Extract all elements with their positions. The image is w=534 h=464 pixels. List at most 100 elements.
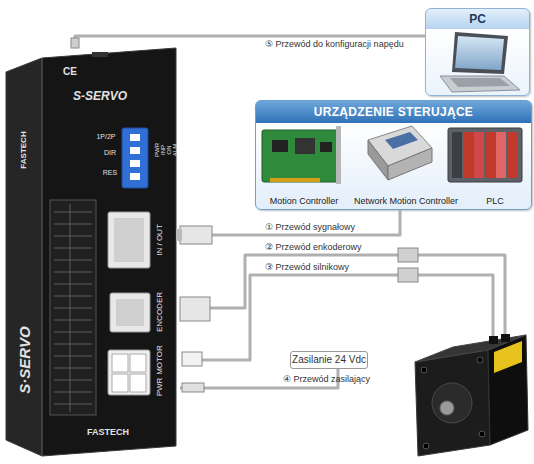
card-chip — [295, 138, 315, 154]
power-plug — [182, 383, 204, 392]
connector-socket — [130, 374, 146, 392]
plc-module — [463, 132, 473, 178]
spec-table — [50, 200, 96, 415]
servo-drive: FASTECH S·SERVO CE S-SERVO 1P/2P DIR RES PWRINP… — [5, 45, 180, 455]
mounting-slot — [92, 52, 108, 57]
cable-label: ② Przewód enkoderowy — [265, 242, 362, 253]
connector-socket — [112, 354, 128, 372]
node-label: PLC — [462, 197, 528, 207]
cable-connector — [180, 210, 400, 235]
network-controller-side — [388, 148, 432, 180]
node-label: S·SERVO — [17, 326, 32, 394]
node-label: ON — [166, 146, 172, 155]
config-port-plug — [71, 38, 79, 48]
network-controller-top — [368, 126, 432, 166]
inline-connector — [398, 248, 418, 262]
dip-lever — [130, 147, 140, 154]
node-label: 1P/2P — [96, 133, 115, 140]
spec-table-lines — [54, 204, 92, 412]
node-label: ENCODER — [156, 292, 164, 332]
mounting-hole — [423, 443, 429, 449]
laptop-screen — [455, 36, 504, 70]
node-label: PC — [426, 9, 529, 29]
dip-lever — [130, 134, 140, 141]
device-item: PLC — [462, 125, 528, 209]
plc-module — [507, 132, 518, 178]
node-label: URZĄDZENIE STERUJĄCE — [256, 101, 531, 123]
inline-connector — [398, 268, 418, 282]
node-label: Network Motion Controller — [350, 197, 462, 207]
signal-plug — [180, 226, 212, 244]
motor-plug — [182, 352, 202, 366]
network-controller-front — [368, 140, 388, 180]
drive-front-face — [42, 48, 176, 456]
cable-label: ① Przewód sygnałowy — [265, 222, 355, 233]
encoder-connector — [110, 293, 150, 332]
laptop-base — [440, 76, 520, 92]
cable-group — [75, 36, 425, 388]
plc-module — [496, 132, 506, 178]
encoder-plug — [180, 297, 210, 321]
node-label: ALM — [172, 144, 178, 156]
pc-box: PC — [425, 8, 530, 96]
node-label: Motion Controller — [260, 197, 348, 207]
card-bracket — [336, 126, 341, 184]
dip-lever — [130, 173, 140, 180]
node-label: FASTECH — [87, 428, 129, 437]
node-label: PWR — [154, 143, 160, 157]
card-chip — [320, 142, 332, 152]
node-label: FASTECH — [20, 131, 28, 168]
plc-module — [485, 132, 495, 178]
node-label: S-SERVO — [73, 90, 127, 102]
node-label: IN / OUT — [156, 224, 164, 256]
node-label: RES — [103, 169, 117, 176]
encoder-connector-pins — [116, 299, 144, 326]
node-label: INP — [160, 145, 166, 155]
drive-edge — [42, 58, 43, 456]
motor-shaft — [440, 401, 454, 415]
motor-front-face — [415, 350, 490, 456]
plc-rack — [448, 128, 522, 182]
connector-socket — [130, 354, 146, 372]
laptop-lid — [452, 32, 508, 74]
node-label: Zasilanie 24 Vdc — [291, 352, 367, 368]
cable-gland — [489, 336, 498, 344]
motor-boss — [432, 383, 472, 423]
encoder-cable — [210, 255, 505, 342]
cable-connector — [180, 369, 338, 388]
signal-plug-latch — [176, 229, 182, 241]
card-edge-contacts — [270, 178, 320, 182]
motor-side-face — [488, 335, 528, 445]
laptop-keyboard — [450, 78, 510, 87]
motor-cable — [202, 275, 493, 360]
mounting-hole — [477, 357, 483, 363]
io-connector-pins — [114, 218, 144, 262]
dip-switch — [122, 128, 148, 188]
dip-lever — [130, 160, 140, 167]
node-label: CE — [63, 67, 77, 77]
cable-connector — [75, 36, 425, 45]
io-connector — [108, 212, 150, 268]
network-controller-sticker — [385, 132, 418, 149]
plc-module — [452, 132, 462, 178]
device-item: Motion Controller — [260, 125, 348, 209]
plc-module — [474, 132, 484, 178]
node-label: MOTOR — [156, 345, 164, 375]
cable-label: ⑤ Przewód do konfiguracji napędu — [265, 39, 404, 50]
node-label: DIR — [104, 149, 116, 156]
cable-gland — [501, 334, 510, 342]
controller-card — [262, 130, 338, 182]
mounting-hole — [421, 367, 427, 373]
power-motor-connector — [108, 350, 150, 395]
power-supply-box: Zasilanie 24 Vdc — [290, 351, 368, 369]
motor-label — [494, 341, 522, 373]
control-device-box: URZĄDZENIE STERUJĄCE Motion ControllerNet… — [255, 100, 532, 210]
cable-label: ④ Przewód zasilający — [283, 374, 370, 385]
mounting-hole — [479, 431, 485, 437]
card-chip — [272, 140, 288, 152]
